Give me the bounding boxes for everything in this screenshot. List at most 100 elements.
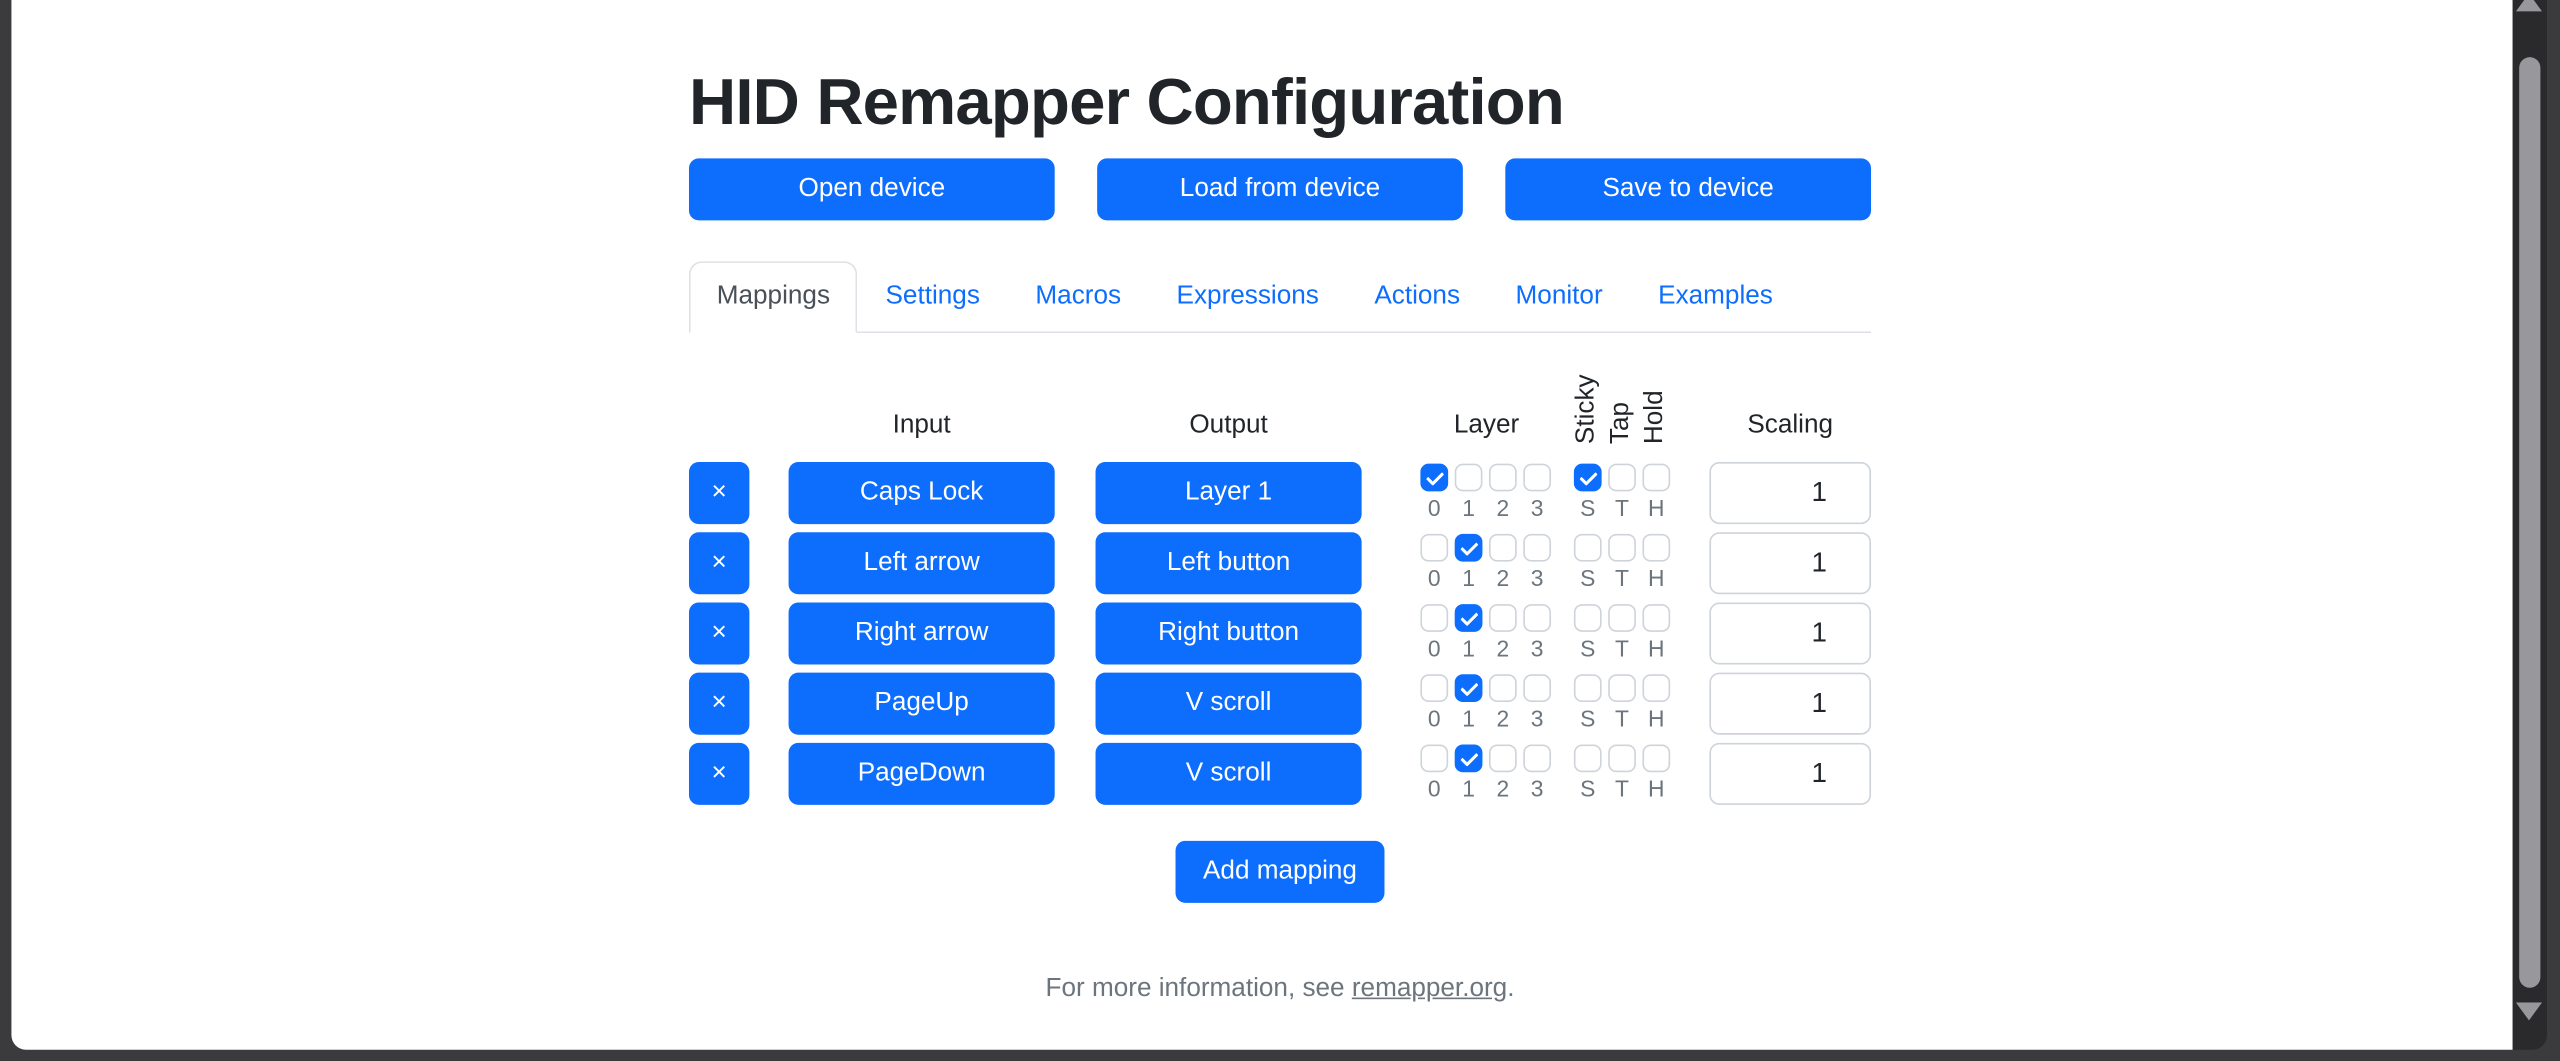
input-select-button[interactable]: PageDown: [788, 742, 1055, 805]
tap-label: T: [1615, 564, 1630, 592]
hold-checkbox[interactable]: [1642, 674, 1671, 703]
scaling-input[interactable]: [1709, 742, 1872, 805]
hold-label: H: [1648, 494, 1665, 521]
layer-0-checkbox[interactable]: [1420, 533, 1449, 562]
layer-1-label: 1: [1462, 494, 1475, 521]
sticky-checkbox[interactable]: [1573, 604, 1602, 632]
layer-0-checkbox[interactable]: [1420, 604, 1449, 632]
sticky-label: S: [1580, 494, 1596, 521]
scrollbar-thumb[interactable]: [2519, 57, 2541, 988]
layer-1-checkbox[interactable]: [1454, 744, 1483, 773]
column-header-tap: Tap: [1606, 401, 1635, 445]
tab-settings[interactable]: Settings: [885, 282, 980, 311]
layer-2-checkbox[interactable]: [1488, 604, 1517, 632]
scaling-input[interactable]: [1709, 532, 1872, 595]
input-select-button[interactable]: Left arrow: [788, 532, 1055, 595]
output-select-button[interactable]: V scroll: [1095, 672, 1362, 735]
layer-0-checkbox[interactable]: [1420, 463, 1449, 492]
layer-2-checkbox[interactable]: [1488, 674, 1517, 703]
output-select-button[interactable]: V scroll: [1095, 742, 1362, 805]
tab-mappings[interactable]: Mappings: [688, 261, 858, 334]
layer-2-label: 2: [1496, 705, 1510, 732]
hold-column: H: [1642, 744, 1671, 800]
layer-2-checkbox[interactable]: [1488, 744, 1517, 773]
delete-mapping-button[interactable]: ×: [688, 462, 750, 525]
delete-mapping-button[interactable]: ×: [688, 602, 750, 665]
layer-3-label: 3: [1530, 635, 1544, 662]
add-mapping-button[interactable]: Add mapping: [1175, 840, 1385, 903]
layer-0-label: 0: [1427, 635, 1441, 662]
sticky-checkbox[interactable]: [1573, 533, 1602, 562]
layer-0-column: 0: [1420, 463, 1449, 521]
hold-checkbox[interactable]: [1642, 533, 1671, 562]
remapper-org-link[interactable]: remapper.org: [1351, 974, 1508, 1003]
column-header-input: Input: [892, 411, 951, 440]
scroll-down-arrow-icon[interactable]: [2515, 1002, 2543, 1021]
input-select-button[interactable]: Caps Lock: [788, 462, 1055, 525]
tab-actions[interactable]: Actions: [1374, 282, 1461, 311]
layer-2-column: 2: [1488, 744, 1517, 800]
layer-0-checkbox[interactable]: [1420, 744, 1449, 773]
layer-3-checkbox[interactable]: [1523, 744, 1552, 773]
output-select-button[interactable]: Left button: [1095, 532, 1362, 595]
scroll-up-arrow-icon[interactable]: [2515, 0, 2543, 12]
open-device-button[interactable]: Open device: [688, 158, 1055, 221]
input-select-button[interactable]: PageUp: [788, 672, 1055, 735]
column-header-hold: Hold: [1640, 390, 1669, 445]
layer-2-checkbox[interactable]: [1488, 533, 1517, 562]
tab-macros[interactable]: Macros: [1035, 282, 1122, 311]
hold-checkbox[interactable]: [1642, 604, 1671, 632]
tap-checkbox[interactable]: [1608, 744, 1636, 773]
scaling-input[interactable]: [1709, 462, 1872, 525]
sticky-label: S: [1580, 564, 1596, 592]
layer-2-checkbox[interactable]: [1488, 463, 1517, 492]
tap-column: T: [1608, 604, 1636, 660]
layer-1-checkbox[interactable]: [1454, 533, 1483, 562]
tap-checkbox[interactable]: [1608, 533, 1636, 562]
scaling-input[interactable]: [1709, 602, 1872, 665]
tab-monitor[interactable]: Monitor: [1515, 282, 1603, 311]
tab-expressions[interactable]: Expressions: [1176, 282, 1319, 311]
output-select-button[interactable]: Layer 1: [1095, 462, 1362, 525]
save-to-device-button[interactable]: Save to device: [1505, 158, 1872, 221]
load-from-device-button[interactable]: Load from device: [1097, 158, 1463, 221]
delete-mapping-button[interactable]: ×: [688, 742, 750, 805]
layer-2-column: 2: [1488, 604, 1517, 660]
tap-checkbox[interactable]: [1608, 604, 1636, 632]
layer-1-label: 1: [1462, 775, 1475, 802]
layer-1-checkbox[interactable]: [1454, 604, 1483, 632]
layer-1-column: 1: [1454, 533, 1483, 589]
hold-checkbox[interactable]: [1642, 463, 1671, 492]
vertical-scrollbar[interactable]: [2512, 0, 2547, 1050]
layer-2-column: 2: [1488, 674, 1517, 732]
input-select-button[interactable]: Right arrow: [788, 602, 1055, 665]
tab-examples[interactable]: Examples: [1658, 282, 1773, 311]
sticky-checkbox[interactable]: [1573, 744, 1602, 773]
sticky-checkbox[interactable]: [1573, 674, 1602, 703]
layer-0-label: 0: [1427, 494, 1441, 521]
layer-0-column: 0: [1420, 533, 1449, 589]
layer-3-column: 3: [1523, 604, 1552, 662]
delete-mapping-button[interactable]: ×: [688, 532, 750, 595]
tap-checkbox[interactable]: [1608, 674, 1636, 703]
layer-3-checkbox[interactable]: [1523, 674, 1552, 703]
sticky-column: S: [1573, 533, 1602, 592]
sticky-checkbox[interactable]: [1573, 463, 1602, 492]
layer-1-checkbox[interactable]: [1454, 463, 1483, 492]
layer-3-checkbox[interactable]: [1523, 533, 1552, 562]
layer-0-column: 0: [1420, 744, 1449, 800]
output-select-button[interactable]: Right button: [1095, 602, 1362, 665]
layer-1-checkbox[interactable]: [1454, 674, 1483, 703]
layer-0-checkbox[interactable]: [1420, 674, 1449, 703]
hold-checkbox[interactable]: [1642, 744, 1671, 773]
scaling-input[interactable]: [1709, 672, 1872, 735]
tap-checkbox[interactable]: [1608, 463, 1636, 492]
delete-mapping-button[interactable]: ×: [688, 672, 750, 735]
layer-3-checkbox[interactable]: [1523, 604, 1552, 632]
layer-2-column: 2: [1488, 533, 1517, 589]
layer-3-checkbox[interactable]: [1523, 463, 1552, 492]
